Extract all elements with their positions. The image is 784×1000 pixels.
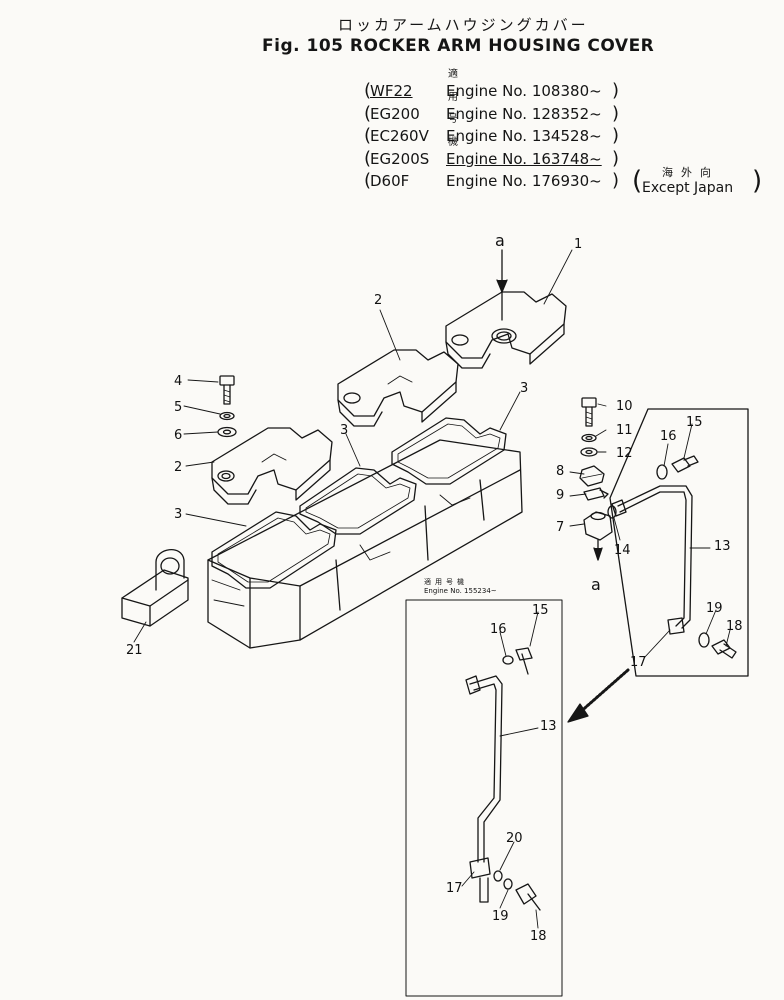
figure-title: Fig. 105 ROCKER ARM HOUSING COVER: [262, 36, 655, 56]
leader-lines: [133, 249, 731, 929]
model-name: WF22: [370, 82, 413, 100]
applicability-header: 適用号機: [448, 69, 466, 148]
callout-19: 19: [706, 601, 723, 616]
callout-5: 5: [174, 400, 182, 415]
model-name: EG200: [370, 104, 420, 123]
callout-19: 19: [492, 909, 509, 924]
engine-number: Engine No. 163748~: [446, 149, 602, 168]
callout-15: 15: [532, 603, 549, 618]
inset-note-en: Engine No. 155234~: [424, 587, 497, 595]
bracket-left: (: [364, 80, 372, 101]
bolt-washer-stack-right: [580, 397, 598, 457]
engine-number: Engine No. 128352~: [446, 104, 602, 123]
bracket-right: ): [612, 147, 620, 169]
callout-13: 13: [540, 719, 557, 734]
engine-number: Engine No. 134528~: [446, 127, 602, 145]
callout-3: 3: [174, 507, 182, 522]
model-name: D60F: [370, 172, 410, 190]
gasket-middle: [299, 467, 417, 535]
bracket-left: (: [364, 102, 372, 124]
bracket-right: ): [752, 166, 763, 196]
arrow-a-top: [496, 249, 508, 321]
model-name: EG200S: [370, 149, 430, 168]
callout-16: 16: [660, 429, 677, 444]
bracket-left: (: [632, 166, 643, 196]
inset-applicability-note: 適用号機 Engine No. 155234~: [424, 578, 497, 596]
callout-4: 4: [174, 374, 182, 389]
callout-21: 21: [126, 643, 143, 658]
relation-arrow: [567, 668, 630, 723]
gasket-right: [391, 417, 507, 485]
housing-cover-oil-filler: [445, 291, 567, 369]
callout-15: 15: [686, 415, 703, 430]
bracket-right: ): [612, 170, 620, 191]
callout-17: 17: [630, 655, 647, 670]
bracket-right: ): [612, 102, 620, 124]
callout-2: 2: [174, 460, 182, 475]
callout-1: 1: [574, 237, 582, 252]
callout-9: 9: [556, 488, 564, 503]
model-name: EC260V: [370, 127, 429, 145]
inset-box-upper: [607, 408, 749, 677]
inset-box-lower: [405, 599, 563, 997]
callout-14: 14: [614, 543, 631, 558]
lifting-bracket: [121, 549, 189, 627]
callout-2: 2: [374, 293, 382, 308]
callout-3: 3: [340, 423, 348, 438]
engine-number: Engine No. 108380~: [446, 82, 602, 100]
callout-11: 11: [616, 423, 633, 438]
gasket-left: [211, 511, 337, 589]
callout-17: 17: [446, 881, 463, 896]
inset-note-jp: 適用号機: [424, 578, 468, 586]
housing-cover-left: [211, 427, 333, 505]
bracket-right: ): [612, 125, 620, 146]
callout-10: 10: [616, 399, 633, 414]
breather-body: [583, 511, 613, 561]
callout-12: 12: [616, 446, 633, 461]
callout-20: 20: [506, 831, 523, 846]
breather-cap: [579, 465, 605, 487]
except-japan-jp: 海外向: [662, 166, 719, 179]
bracket-left: (: [364, 170, 372, 191]
arrow-label-a-top: a: [495, 231, 505, 250]
callout-7: 7: [556, 520, 564, 535]
callout-6: 6: [174, 428, 182, 443]
except-japan-en: Except Japan: [642, 180, 734, 196]
title-japanese: ロッカアームハウジングカバー: [338, 16, 589, 34]
callout-3: 3: [520, 381, 528, 396]
breather-nipple: [583, 487, 609, 501]
housing-cover-middle: [337, 349, 459, 427]
callout-18: 18: [530, 929, 547, 944]
bracket-left: (: [364, 147, 372, 169]
callout-18: 18: [726, 619, 743, 634]
bracket-right: ): [612, 80, 620, 101]
cylinder-head-block: [207, 439, 523, 649]
callout-8: 8: [556, 464, 564, 479]
arrow-label-a-bottom: a: [591, 575, 601, 594]
callout-13: 13: [714, 539, 731, 554]
bolt-washer-stack-left: [217, 375, 237, 438]
bracket-left: (: [364, 125, 372, 146]
callout-16: 16: [490, 622, 507, 637]
engine-number: Engine No. 176930~: [446, 172, 602, 190]
